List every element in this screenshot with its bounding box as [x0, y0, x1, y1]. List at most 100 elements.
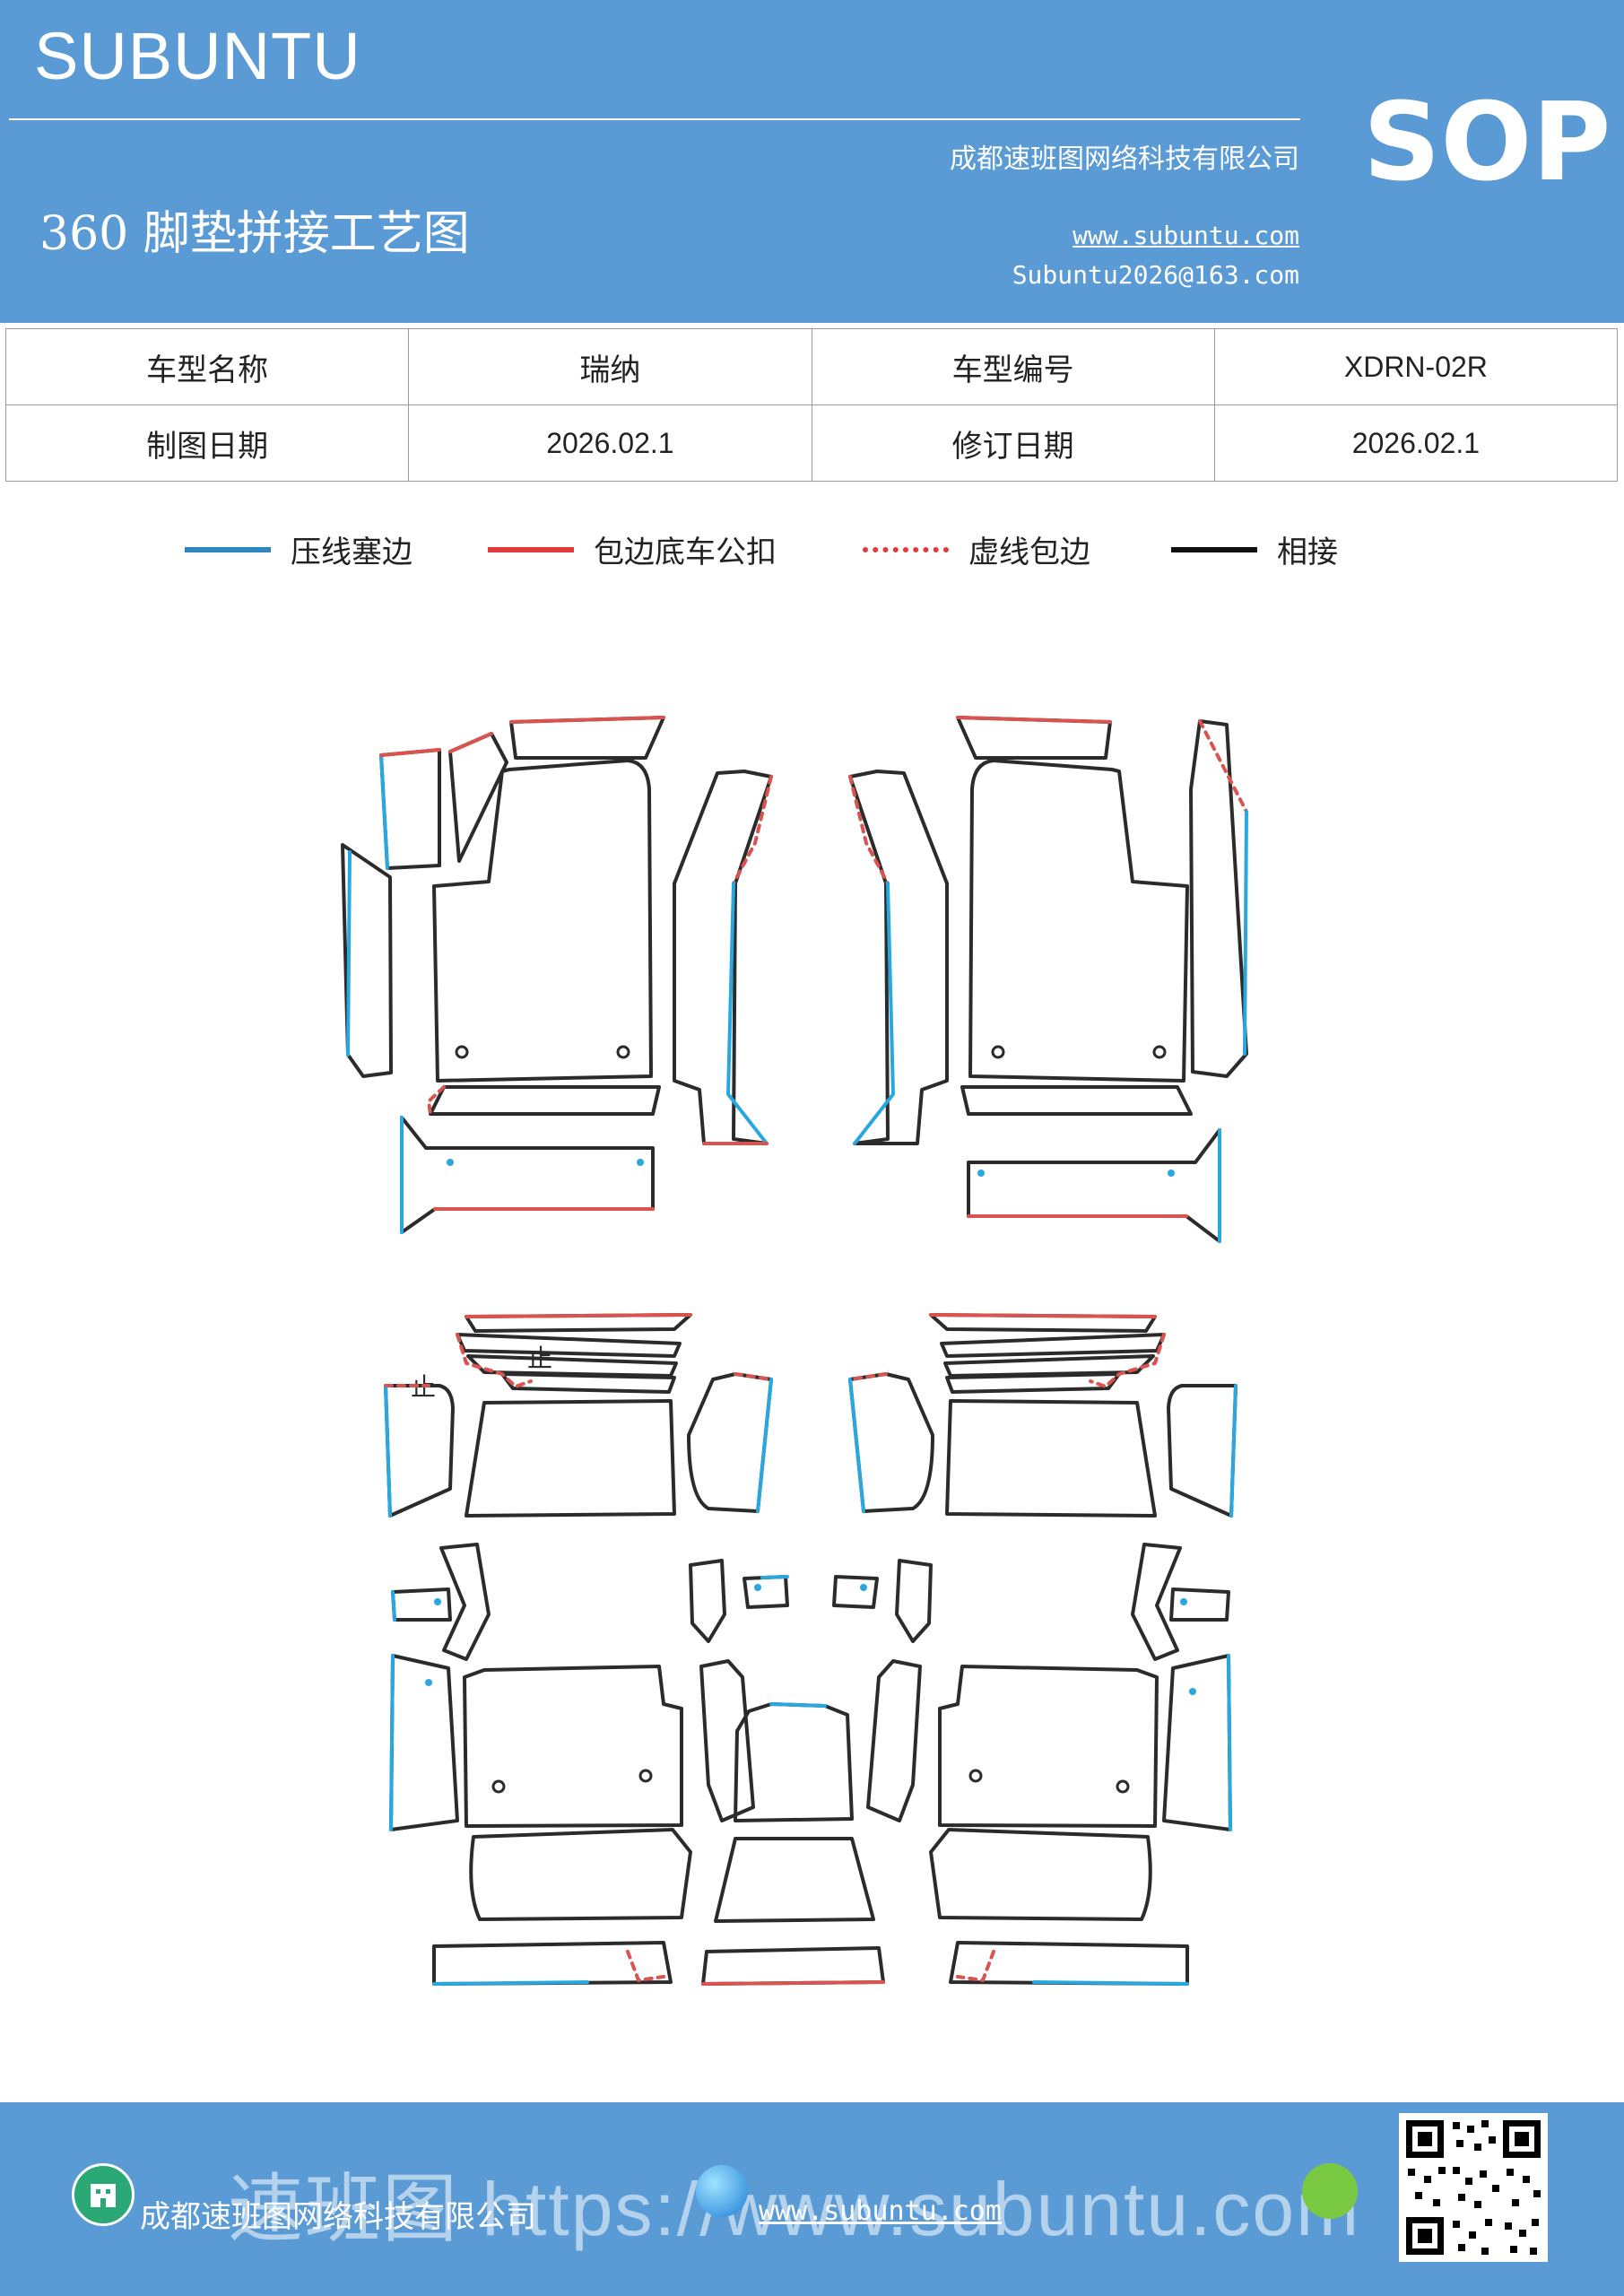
- mat-piece: [389, 1654, 459, 1831]
- press-edge: [756, 1378, 773, 1513]
- rear-right-mat-group: [832, 1313, 1238, 1986]
- dotted-edge: [732, 775, 773, 885]
- table-row: 车型名称 瑞纳 车型编号 XDRN-02R: [4, 328, 1619, 405]
- mat-piece: [945, 1372, 1121, 1394]
- mat-piece: [832, 1575, 879, 1609]
- bound-edge: [509, 716, 665, 724]
- legend-item-dotted-edge: 虚线包边: [863, 527, 1090, 571]
- mat-piece: [509, 716, 665, 760]
- stop-mark: 止: [527, 1344, 552, 1373]
- mat-piece: [469, 1828, 692, 1921]
- bound-edge: [465, 1313, 692, 1318]
- legend-label: 相接: [1277, 535, 1338, 570]
- press-edge: [1229, 1384, 1238, 1518]
- dotted-edge: [734, 1372, 773, 1381]
- header-divider: [9, 118, 1300, 120]
- press-edge: [346, 850, 352, 1057]
- press-dot: [434, 1598, 441, 1605]
- mat-piece: [1169, 1587, 1230, 1622]
- mat-piece: [456, 1333, 682, 1358]
- hole: [455, 1045, 469, 1059]
- mat-piece: [1131, 1543, 1182, 1661]
- press-edge: [384, 1384, 392, 1518]
- revision-date-label: 修订日期: [811, 404, 1215, 482]
- mat-piece: [701, 1946, 885, 1986]
- mat-piece: [699, 1659, 755, 1822]
- mat-piece: [949, 1941, 1189, 1986]
- sop-badge: SOP: [1363, 81, 1611, 205]
- mat-piece: [432, 759, 653, 1083]
- press-edge: [853, 882, 895, 1145]
- press-edge: [760, 1575, 789, 1579]
- mat-piece: [465, 1399, 676, 1518]
- bound-edge: [379, 748, 441, 757]
- hole: [1116, 1779, 1130, 1794]
- floor-mat-diagram: 止 止: [341, 716, 1248, 1986]
- wechat-icon: [1302, 2163, 1358, 2219]
- mat-piece: [379, 748, 441, 870]
- drawing-date-label: 制图日期: [4, 404, 410, 482]
- drawing-date-value: 2026.02.1: [408, 404, 812, 482]
- press-dot: [637, 1159, 644, 1166]
- globe-icon: [696, 2165, 748, 2217]
- press-edge: [1032, 1980, 1189, 1986]
- mat-piece: [689, 1559, 726, 1643]
- mat-piece: [673, 770, 773, 1145]
- mat-piece: [1189, 719, 1248, 1078]
- footer-banner: 成都速班图网络科技有限公司 速班图 https://www.subuntu.co…: [0, 2102, 1624, 2296]
- website-link[interactable]: www.subuntu.com: [1073, 221, 1299, 250]
- center-tunnel-group: [714, 1702, 875, 1923]
- press-edge: [769, 1702, 827, 1708]
- hole: [1152, 1045, 1167, 1059]
- press-dot: [425, 1679, 432, 1686]
- mat-piece: [940, 1333, 1166, 1358]
- legend-item-joint: 相接: [1171, 527, 1338, 571]
- hole: [991, 1045, 1005, 1059]
- table-row: 制图日期 2026.02.1 修订日期 2026.02.1: [4, 404, 1619, 482]
- mat-piece: [1167, 1384, 1238, 1518]
- bound-edge: [701, 1980, 885, 1986]
- dotted-edge: [456, 1333, 533, 1388]
- press-dot: [754, 1584, 761, 1591]
- header-banner: SUBUNTU SOP 360 脚垫拼接工艺图 成都速班图网络科技有限公司 ww…: [0, 0, 1624, 323]
- mat-piece: [743, 1575, 789, 1609]
- company-name: 成都速班图网络科技有限公司: [950, 144, 1299, 175]
- footer-website-link[interactable]: www.subuntu.com: [759, 2196, 1002, 2227]
- legend-red-line-icon: [488, 546, 574, 552]
- mat-piece: [960, 1085, 1193, 1116]
- press-edge: [389, 1654, 395, 1831]
- mat-piece: [866, 1659, 922, 1822]
- mat-piece: [429, 1085, 661, 1116]
- front-left-mat-group: [341, 716, 773, 1234]
- legend-item-bound-edge: 包边底车公扣: [488, 527, 777, 571]
- press-dot: [977, 1170, 985, 1177]
- legend-blue-line-icon: [185, 546, 271, 552]
- press-dot: [1168, 1170, 1175, 1177]
- bound-edge: [448, 732, 493, 753]
- mat-piece: [945, 1399, 1157, 1518]
- model-code-value: XDRN-02R: [1213, 328, 1619, 405]
- mat-piece: [432, 1941, 673, 1986]
- document-title: 360 脚垫拼接工艺图: [39, 207, 470, 261]
- press-edge: [432, 1980, 589, 1986]
- mat-piece: [500, 1372, 676, 1394]
- model-name-label: 车型名称: [4, 328, 410, 405]
- mat-piece: [929, 1828, 1152, 1921]
- mat-piece: [848, 770, 949, 1145]
- dotted-edge: [626, 1950, 665, 1982]
- hole: [491, 1779, 506, 1794]
- footer-company-name: 成都速班图网络科技有限公司: [140, 2199, 536, 2235]
- bound-edge: [929, 1313, 1157, 1318]
- press-dot: [1180, 1598, 1187, 1605]
- legend-item-press-edge: 压线塞边: [185, 527, 413, 571]
- mat-piece: [463, 1665, 683, 1828]
- press-dot: [860, 1584, 867, 1591]
- model-name-value: 瑞纳: [408, 328, 812, 405]
- legend-red-dotted-line-icon: [863, 546, 949, 552]
- legend-label: 压线塞边: [291, 535, 413, 570]
- rear-left-mat-group: 止 止: [384, 1313, 885, 1986]
- front-right-mat-group: [848, 716, 1248, 1243]
- qr-code: [1399, 2113, 1548, 2262]
- press-edge: [1243, 810, 1248, 1056]
- dotted-edge: [848, 775, 890, 885]
